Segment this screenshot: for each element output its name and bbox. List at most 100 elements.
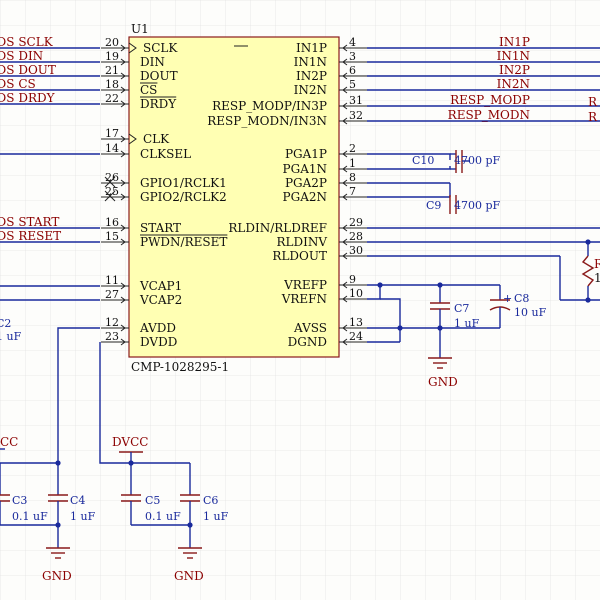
pin-number: 25: [105, 185, 119, 198]
pin-number: 8: [349, 171, 356, 184]
pin-name: PGA1P: [285, 147, 327, 161]
ic-pin-pga2n[interactable]: 7 PGA2N: [283, 185, 367, 204]
net-label-ads_sclk: ADS SCLK: [0, 35, 54, 49]
net-label-in1n: IN1N: [497, 49, 530, 63]
ic-pin-resp-modp-in3p[interactable]: 31 RESP_MODP/IN3P: [212, 94, 367, 113]
pin-name: DOUT: [140, 69, 178, 83]
c10-value: 4700 pF: [454, 154, 501, 167]
c2-value: 1 uF: [0, 330, 22, 343]
pin-name: PWDN/RESET: [140, 235, 227, 249]
svg-text:1: 1: [594, 271, 600, 285]
pin-name: RESP_MODP/IN3P: [212, 99, 327, 113]
avcc-fragment-label: CC: [0, 435, 18, 449]
c7-value: 1 uF: [454, 317, 480, 330]
pin-name: PGA2P: [285, 176, 327, 190]
pin-number: 9: [349, 273, 356, 286]
net-label-resp_modn: RESP_MODN: [448, 108, 530, 122]
pin-number: 20: [105, 36, 119, 49]
c8-value: 10 uF: [514, 306, 547, 319]
ic-pin-sclk[interactable]: 20 SCLK: [101, 36, 178, 55]
pin-name: DGND: [288, 335, 327, 349]
ic-pin-resp-modn-in3n[interactable]: 32 RESP_MODN/IN3N: [207, 109, 367, 128]
pin-number: 17: [105, 127, 119, 140]
pin-number: 21: [105, 64, 119, 77]
junction-rldinv: [585, 239, 591, 245]
gnd-label-avdd: GND: [42, 569, 72, 583]
net-label-ads_dout: ADS DOUT: [0, 63, 56, 77]
ic-pin-pwdn-reset[interactable]: 15 PWDN/RESET: [101, 230, 228, 249]
ic-pin-in2n[interactable]: 5 IN2N: [294, 78, 367, 97]
pin-number: 3: [349, 50, 356, 63]
pin-name: PGA2N: [283, 190, 327, 204]
pin-number: 23: [105, 330, 119, 343]
c10-designator: C10: [412, 154, 434, 167]
pin-number: 15: [105, 230, 119, 243]
ic-pin-dout[interactable]: 21 DOUT: [101, 64, 178, 83]
ic-pin-pga2p[interactable]: 8 PGA2P: [285, 171, 367, 190]
pin-number: 32: [349, 109, 363, 122]
ic-body[interactable]: [128, 36, 340, 358]
pga2-network: [367, 182, 457, 214]
pin-number: 26: [105, 171, 119, 184]
no-connect-gpio2: [104, 190, 116, 202]
pin-name: CS: [140, 83, 157, 97]
ic-pin-pga1p[interactable]: 2 PGA1P: [285, 142, 367, 161]
net-label-ads_start: ADS START: [0, 215, 59, 229]
pin-number: 16: [105, 216, 119, 229]
ic-pin-start[interactable]: 16 START: [101, 216, 181, 235]
pin-name: START: [140, 221, 181, 235]
pin-number: 30: [349, 244, 363, 257]
c8-polarity: +: [503, 292, 512, 305]
pin-name: DIN: [140, 55, 165, 69]
c7-designator: C7: [454, 302, 469, 315]
pin-name: RESP_MODN/IN3N: [207, 114, 327, 128]
resistor-fragment: R 1: [581, 255, 600, 303]
svg-text:R: R: [594, 257, 600, 271]
pin-number: 6: [349, 64, 356, 77]
pin-name: SCLK: [143, 41, 178, 55]
pin-number: 22: [105, 92, 119, 105]
pin-number: 31: [349, 94, 363, 107]
pin-number: 5: [349, 78, 356, 91]
c3-designator: C3: [12, 494, 27, 507]
c4-value: 1 uF: [70, 510, 96, 523]
c4-designator: C4: [70, 494, 85, 507]
c2-designator: C2: [0, 317, 11, 330]
pin-number: 1: [349, 157, 356, 170]
pin-number: 11: [105, 274, 119, 287]
c9-designator: C9: [426, 199, 441, 212]
ic-part-number: CMP-1028295-1: [131, 360, 229, 374]
pin-name: IN1P: [296, 41, 327, 55]
dvcc-label: DVCC: [112, 435, 148, 449]
gnd-symbol-dvdd: [178, 547, 202, 559]
pin-number: 2: [349, 142, 356, 155]
c8-designator: C8: [514, 292, 529, 305]
pin-name: IN2N: [294, 83, 327, 97]
c6-value: 1 uF: [203, 510, 229, 523]
pin-number: 7: [349, 185, 356, 198]
